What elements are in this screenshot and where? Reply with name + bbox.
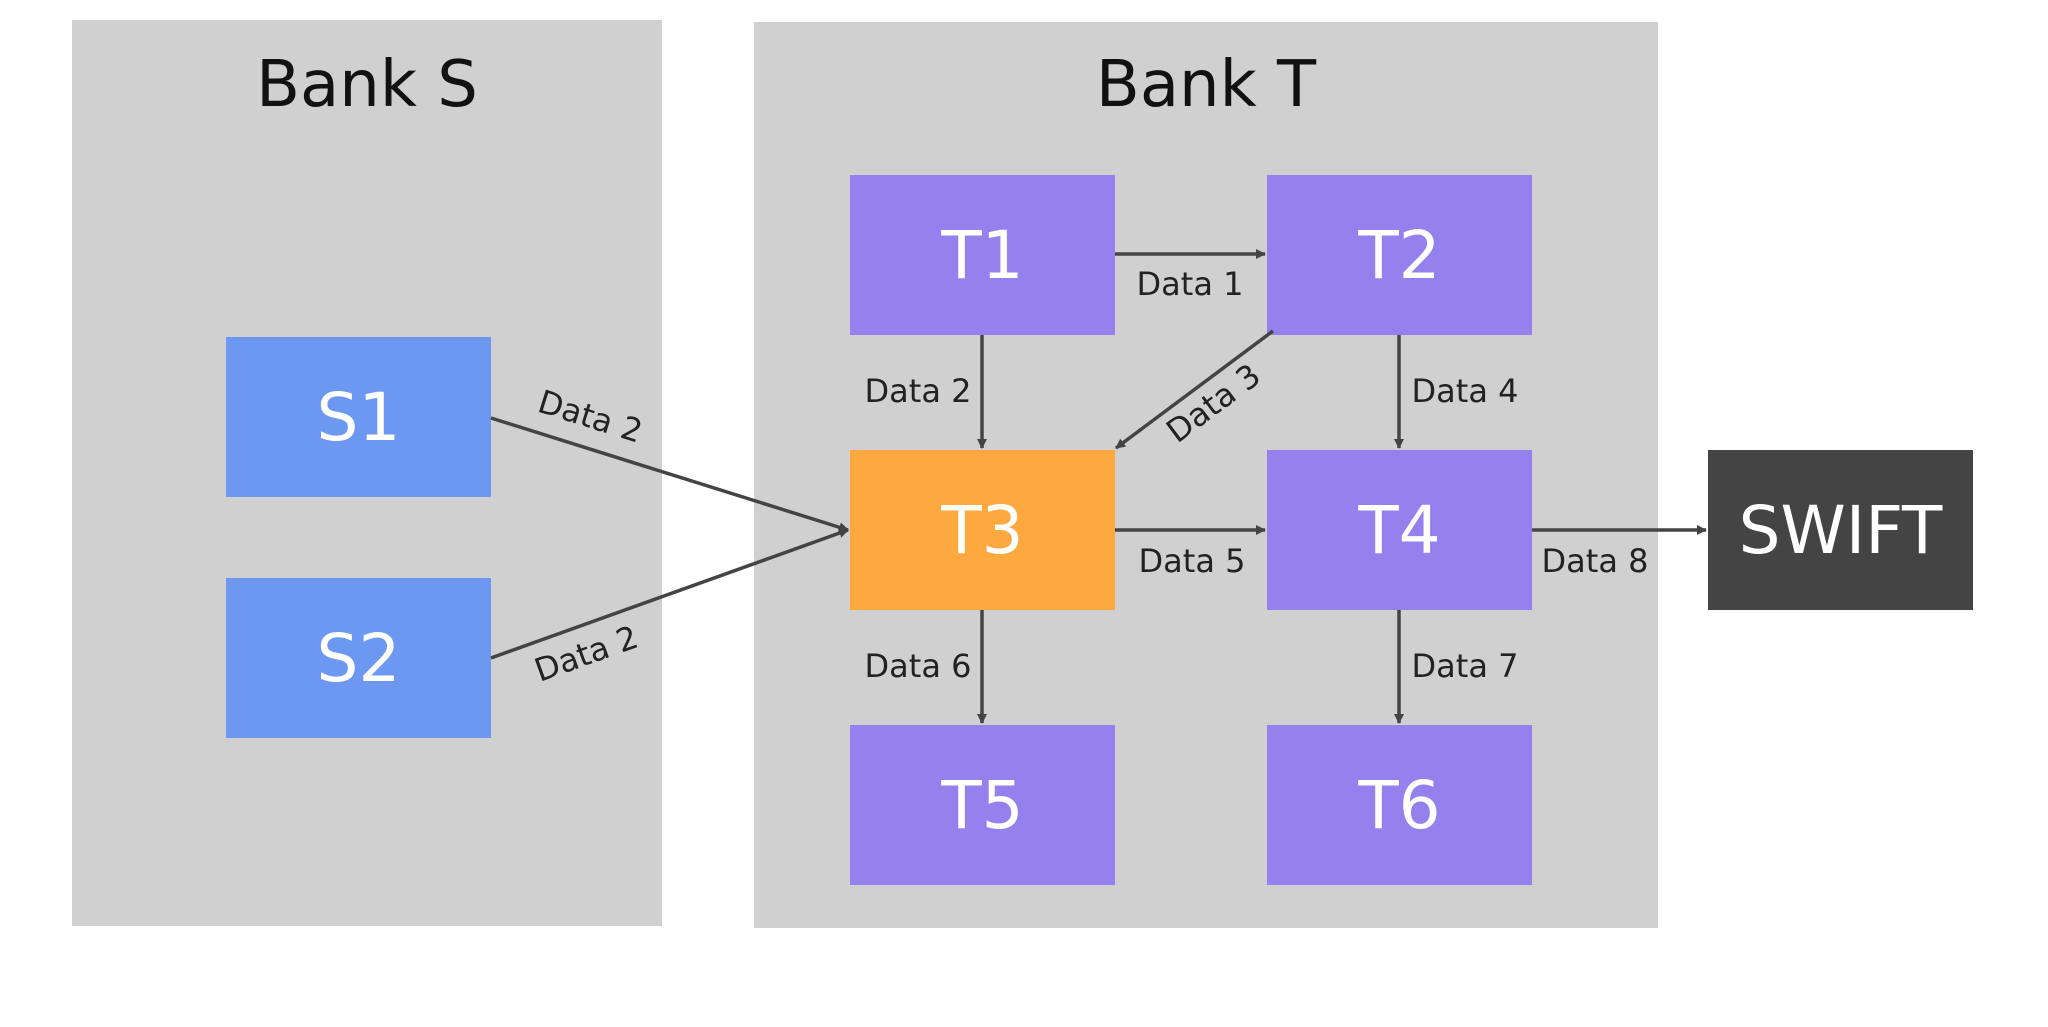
node-t6-label: T6 xyxy=(1358,766,1441,844)
edge-t1-t2-label: Data 1 xyxy=(1137,265,1244,303)
node-t5-label: T5 xyxy=(941,766,1024,844)
node-t2-label: T2 xyxy=(1358,216,1441,294)
node-swift[interactable]: SWIFT xyxy=(1708,450,1973,610)
node-t2[interactable]: T2 xyxy=(1267,175,1532,335)
edge-s1-t3 xyxy=(490,416,849,533)
node-t3[interactable]: T3 xyxy=(850,450,1115,610)
node-s2-label: S2 xyxy=(316,619,401,697)
node-t6[interactable]: T6 xyxy=(1267,725,1532,885)
edge-s2-t3-label: Data 2 xyxy=(530,618,643,690)
edge-t3-t4-label: Data 5 xyxy=(1139,542,1246,580)
edge-s1-t3-label: Data 2 xyxy=(534,382,647,450)
node-t3-label: T3 xyxy=(941,491,1024,569)
edge-t4-t6-label: Data 7 xyxy=(1412,647,1519,685)
bank-s-title: Bank S xyxy=(256,48,478,122)
edge-t2-t4-label: Data 4 xyxy=(1412,372,1519,410)
node-swift-label: SWIFT xyxy=(1738,491,1943,569)
node-t1[interactable]: T1 xyxy=(850,175,1115,335)
bank-t-title: Bank T xyxy=(1095,48,1317,122)
node-t1-label: T1 xyxy=(941,216,1024,294)
node-t4-label: T4 xyxy=(1358,491,1441,569)
edge-t4-swift-label: Data 8 xyxy=(1542,542,1649,580)
node-s1-label: S1 xyxy=(316,378,401,456)
node-s2[interactable]: S2 xyxy=(226,578,491,738)
node-t5[interactable]: T5 xyxy=(850,725,1115,885)
edge-t3-t5-label: Data 6 xyxy=(865,647,972,685)
edge-t1-t3-label: Data 2 xyxy=(865,372,972,410)
node-s1[interactable]: S1 xyxy=(226,337,491,497)
node-t4[interactable]: T4 xyxy=(1267,450,1532,610)
edge-t2-t3 xyxy=(1114,329,1275,450)
edge-s2-t3 xyxy=(490,528,849,660)
